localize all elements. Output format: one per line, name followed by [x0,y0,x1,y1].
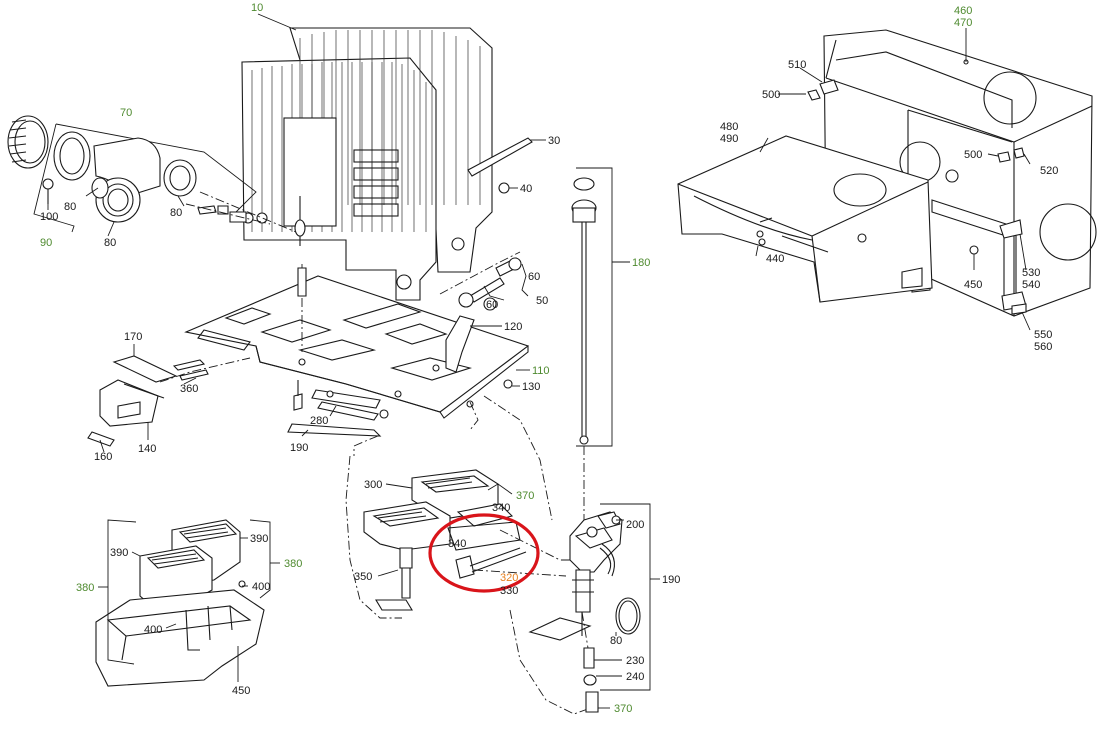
label-400a: 400 [252,581,270,593]
label-350: 350 [354,571,372,583]
label-190a: 190 [290,442,308,454]
label-400b: 400 [144,624,162,636]
gas-valve [528,503,660,713]
label-340a: 340 [492,502,510,514]
label-500a: 500 [762,89,780,101]
label-140: 140 [138,443,156,455]
label-200: 200 [626,519,644,531]
burner-rails [287,380,402,619]
label-540: 540 [1022,279,1040,291]
thermo-rod [571,167,630,530]
top-cover [677,135,933,303]
label-490: 490 [720,133,738,145]
label-180: 180 [632,257,650,269]
label-510: 510 [788,59,806,71]
label-370b: 370 [614,703,632,715]
label-90: 90 [40,237,52,249]
label-70: 70 [120,107,132,119]
label-300: 300 [364,479,382,491]
label-190b: 190 [662,574,680,586]
heat-exchanger [241,27,493,301]
label-50: 50 [536,295,548,307]
label-470: 470 [954,17,972,29]
label-460: 460 [954,5,972,17]
label-480: 480 [720,121,738,133]
label-330: 330 [500,585,518,597]
label-230: 230 [626,655,644,667]
base-plate [184,264,530,431]
label-390a: 390 [110,547,128,559]
part-labels: 10 30 40 60 50 60 70 80 80 80 100 90 120… [40,2,1058,715]
highlight-circle [428,513,540,593]
label-560: 560 [1034,341,1052,353]
label-80d: 80 [610,635,622,647]
burner-kit [95,519,280,687]
label-60a: 60 [528,271,540,283]
label-170: 170 [124,331,142,343]
label-390b: 390 [250,533,268,545]
label-60b: 60 [486,299,498,311]
label-450b: 450 [964,279,982,291]
label-130: 130 [522,381,540,393]
label-240: 240 [626,671,644,683]
label-40: 40 [520,183,532,195]
label-450a: 450 [232,685,250,697]
label-340b: 340 [448,538,466,550]
label-380b: 380 [284,558,302,570]
label-360: 360 [180,383,198,395]
label-520: 520 [1040,165,1058,177]
label-120: 120 [504,321,522,333]
label-80c: 80 [104,237,116,249]
label-500b: 500 [964,149,982,161]
label-320: 320 [500,572,518,584]
label-80a: 80 [64,201,76,213]
label-10: 10 [251,2,263,14]
burners [363,395,597,715]
rod-30 [467,137,546,177]
control-panel-parts [87,344,251,453]
label-550: 550 [1034,329,1052,341]
label-530: 530 [1022,267,1040,279]
label-110: 110 [532,365,550,377]
bolts-60 [439,251,529,311]
flue-elbow-assembly [7,115,297,237]
label-380a: 380 [76,582,94,594]
label-80b: 80 [170,207,182,219]
label-440: 440 [766,253,784,265]
label-370a: 370 [516,490,534,502]
label-160: 160 [94,451,112,463]
screw-40 [498,182,518,194]
label-280: 280 [310,415,328,427]
label-100: 100 [40,211,58,223]
label-30: 30 [548,135,560,147]
